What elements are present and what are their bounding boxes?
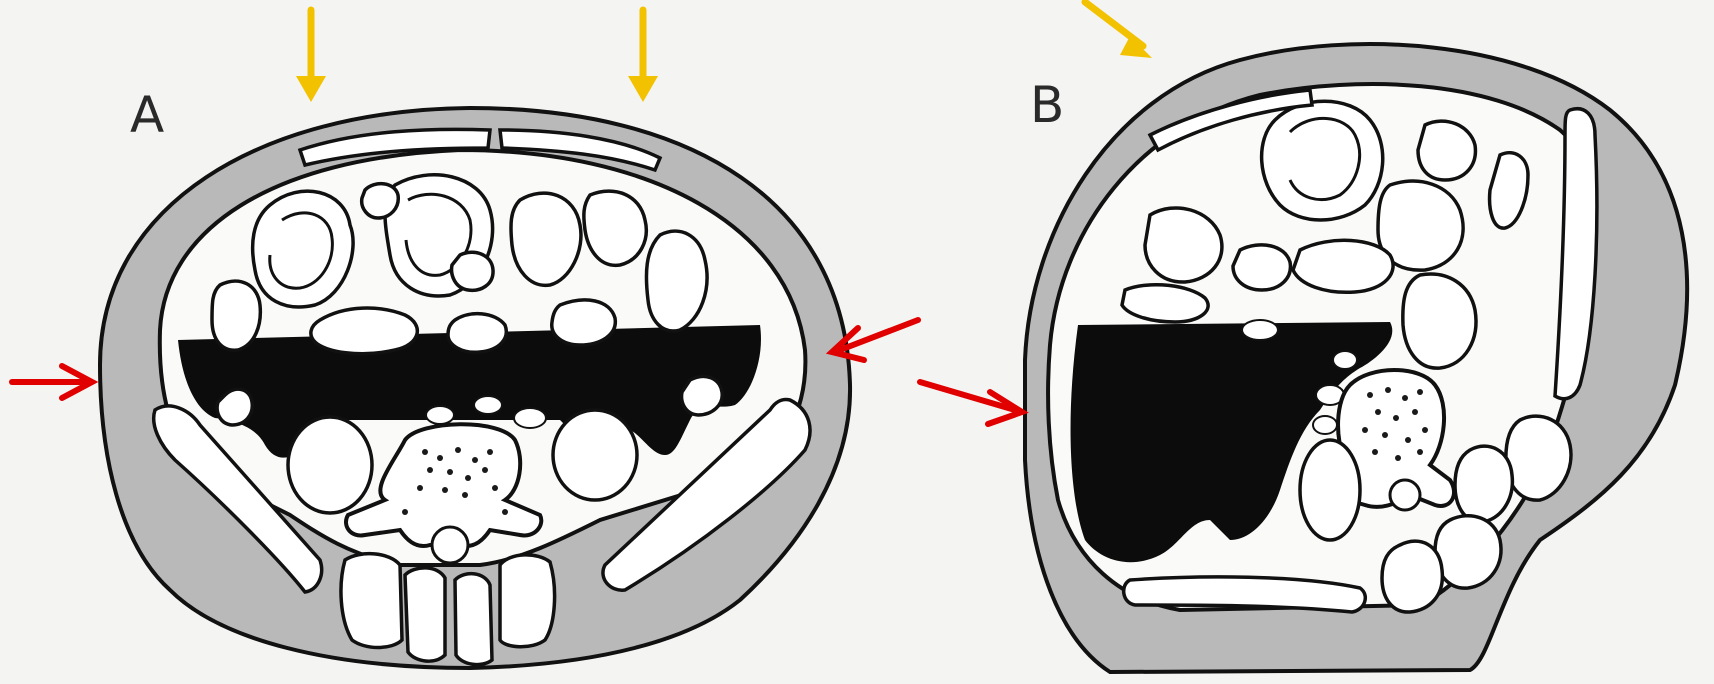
panel-a-red-arrow-left (12, 366, 92, 398)
panel-a-red-arrow-right (832, 320, 918, 360)
panel-b-yellow-arrow (1085, 2, 1152, 58)
panel-a-psoas-left (288, 417, 372, 513)
panel-a-label: A (130, 86, 164, 144)
panel-b-label: B (1030, 76, 1064, 134)
panel-b-psoas (1300, 440, 1360, 540)
panel-b-red-arrow (920, 382, 1022, 424)
panel-b-lateral-wall-bottom (1124, 577, 1366, 612)
panel-a-psoas-right (553, 410, 637, 500)
panel-a-yellow-arrow-right (628, 10, 658, 102)
panel-b: B (920, 2, 1687, 672)
panel-a-yellow-arrow-left (296, 10, 326, 102)
panel-a: A (12, 10, 918, 668)
